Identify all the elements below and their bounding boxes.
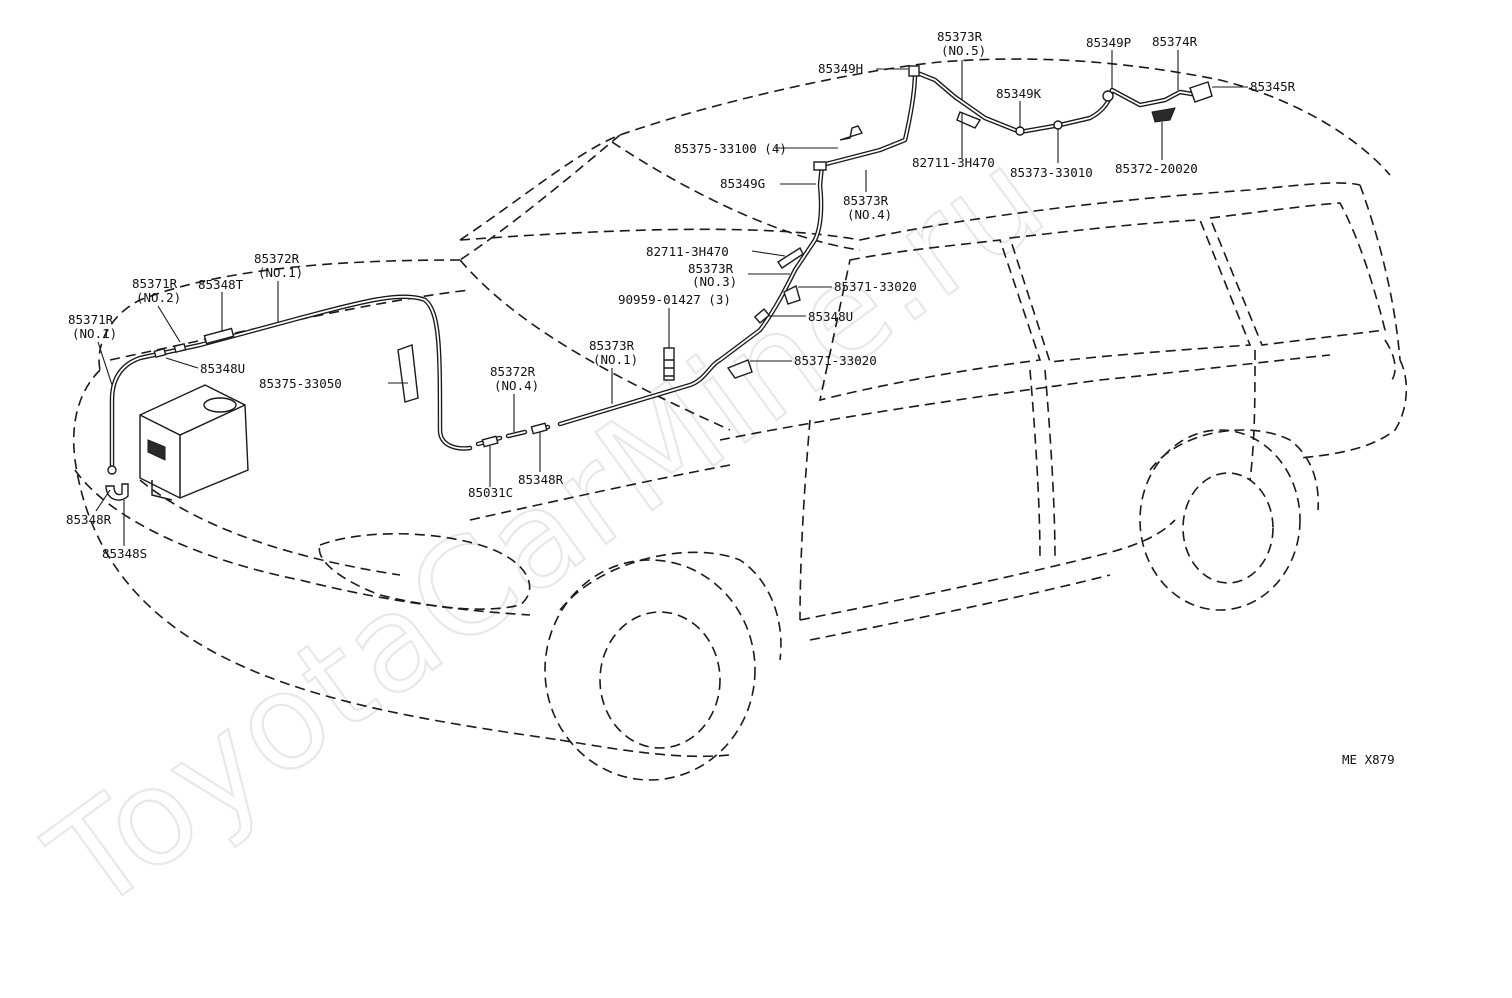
label-85372R-no4: 85372R <box>490 364 536 379</box>
label-85349P: 85349P <box>1086 35 1131 50</box>
label-82711-3H470-top: 82711-3H470 <box>912 155 995 170</box>
label-85373R-no1: 85373R <box>589 338 635 353</box>
label-85348U-right: 85348U <box>808 309 853 324</box>
label-90959-01427: 90959-01427 (3) <box>618 292 731 307</box>
label-85373-33010: 85373-33010 <box>1010 165 1093 180</box>
label-85375-33100: 85375-33100 (4) <box>674 141 787 156</box>
label-85374R: 85374R <box>1152 34 1198 49</box>
washer-tank <box>139 384 249 501</box>
label-85349H: 85349H <box>818 61 863 76</box>
label-85348T: 85348T <box>198 277 244 292</box>
label-85345R: 85345R <box>1250 79 1296 94</box>
label-85349G: 85349G <box>720 176 765 191</box>
figure-code: ME X879 <box>1342 752 1395 767</box>
label-85372-20020: 85372-20020 <box>1115 161 1198 176</box>
label-85371R-no1: 85371R <box>68 312 114 327</box>
watermark: ToyotaCarMine.ru <box>22 120 1072 942</box>
hose-fittings <box>105 65 1213 501</box>
part-labels: 85373R (NO.5) 85349P 85374R 85349H 85345… <box>66 29 1296 561</box>
label-85373R-no3-sub: (NO.3) <box>692 274 737 289</box>
label-85372R-no1: 85372R <box>254 251 300 266</box>
label-85373R-no4: 85373R <box>843 193 889 208</box>
car-body-outline <box>72 58 1408 781</box>
leader-lines <box>95 50 1248 546</box>
label-82711-3H470-mid: 82711-3H470 <box>646 244 729 259</box>
label-85371-33020-a: 85371-33020 <box>834 279 917 294</box>
label-85373R-no5: 85373R <box>937 29 983 44</box>
label-85348R-left: 85348R <box>66 512 112 527</box>
label-85371R-no2: 85371R <box>132 276 178 291</box>
label-85373R-no4-sub: (NO.4) <box>847 207 892 222</box>
label-85348S: 85348S <box>102 546 147 561</box>
label-85371R-no2-sub: (NO.2) <box>136 290 181 305</box>
washer-hoses <box>109 69 1201 468</box>
label-85371-33020-b: 85371-33020 <box>794 353 877 368</box>
label-85348R-mid: 85348R <box>518 472 564 487</box>
label-85373R-no5-sub: (NO.5) <box>941 43 986 58</box>
label-85371R-no1-sub: (NO.1) <box>72 326 117 341</box>
label-85375-33050: 85375-33050 <box>259 376 342 391</box>
label-85349K: 85349K <box>996 86 1042 101</box>
label-85031C: 85031C <box>468 485 513 500</box>
label-85373R-no1-sub: (NO.1) <box>593 352 638 367</box>
label-85348U-left: 85348U <box>200 361 245 376</box>
label-85372R-no1-sub: (NO.1) <box>258 265 303 280</box>
label-85373R-no3: 85373R <box>688 261 734 276</box>
label-85372R-no4-sub: (NO.4) <box>494 378 539 393</box>
